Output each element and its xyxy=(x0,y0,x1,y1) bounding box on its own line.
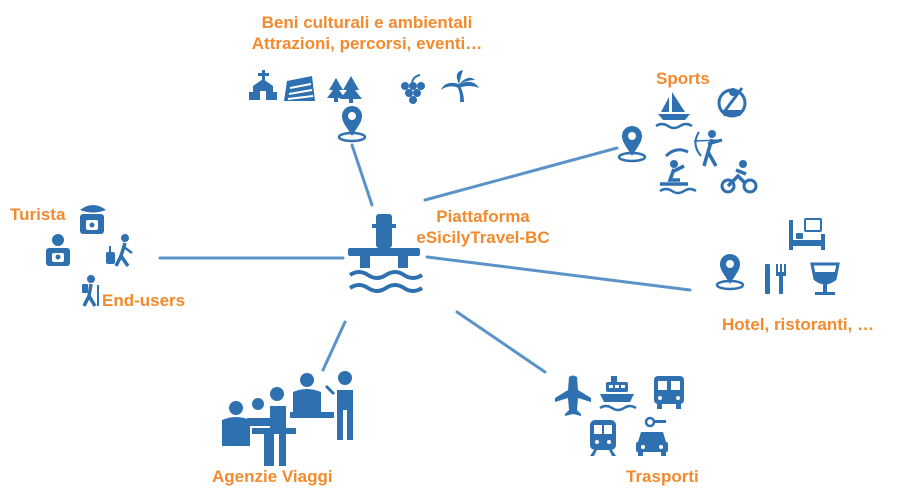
end-users-label: End-users xyxy=(102,291,186,310)
connector-agencies xyxy=(321,320,347,372)
cycling-icon xyxy=(720,160,758,194)
archery-icon xyxy=(693,130,723,167)
sports-label: Sports xyxy=(656,69,710,88)
tourist-badge-icon xyxy=(80,205,106,234)
cultural-label-line2: Attrazioni, percorsi, eventi… xyxy=(251,34,483,54)
agencies-label: Agenzie Viaggi xyxy=(212,467,333,486)
palm-icon xyxy=(441,70,479,102)
traveler-luggage-icon xyxy=(106,234,133,268)
trees-icon xyxy=(327,76,362,103)
church-icon xyxy=(249,70,277,100)
location-pin-icon xyxy=(617,124,647,163)
hotel-label: Hotel, ristoranti, … xyxy=(722,315,875,334)
hiker-icon xyxy=(82,275,99,307)
connector-cultural xyxy=(350,143,374,207)
connector-sports xyxy=(423,146,619,202)
wine-glass-icon xyxy=(810,262,840,295)
platform-label: Piattaforma eSicilyTravel-BC xyxy=(408,206,558,249)
cultural-label: Beni culturali e ambientali Attrazioni, … xyxy=(232,12,502,55)
bed-icon xyxy=(789,218,825,250)
location-pin-icon xyxy=(715,252,745,291)
connector-hotel xyxy=(425,255,692,292)
user-badge-icon xyxy=(46,234,70,266)
tourist-label: Turista xyxy=(10,205,66,224)
travel-agency-meeting-icon xyxy=(222,371,353,466)
kitesurf-icon xyxy=(659,148,697,195)
sailing-icon xyxy=(655,92,693,130)
location-pin-icon xyxy=(337,104,367,143)
platform-label-line2: eSicilyTravel-BC xyxy=(416,228,550,248)
train-icon xyxy=(590,420,616,456)
connectors xyxy=(158,143,692,374)
transport-label: Trasporti xyxy=(626,467,699,486)
bus-icon xyxy=(654,376,684,409)
canoe-icon xyxy=(717,87,747,118)
field-icon xyxy=(284,76,315,101)
connector-transport xyxy=(455,310,547,374)
taxi-icon xyxy=(636,416,668,456)
grapes-icon xyxy=(401,74,425,104)
ship-icon xyxy=(599,376,637,412)
cultural-label-line1: Beni culturali e ambientali xyxy=(261,13,473,32)
offshore-platform-icon xyxy=(348,214,424,293)
platform-label-line1: Piattaforma xyxy=(436,207,530,226)
cutlery-icon xyxy=(765,264,786,294)
airplane-icon xyxy=(555,375,591,416)
